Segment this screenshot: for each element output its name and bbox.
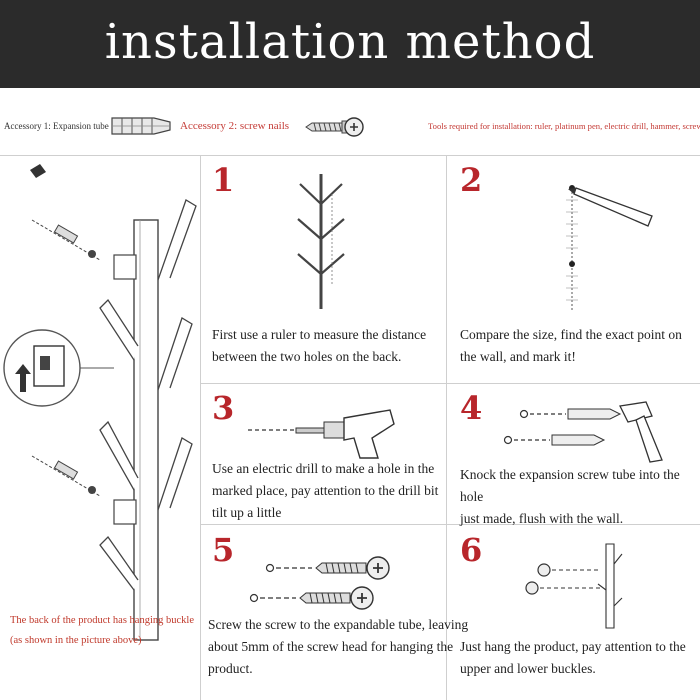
- step-6-text: Just hang the product, pay attention to …: [460, 636, 686, 680]
- step-5-line-3: product.: [208, 661, 253, 676]
- accessory-1-label: Accessory 1: Expansion tube: [4, 121, 109, 131]
- step-3-line-1: Use an electric drill to make a hole in …: [212, 461, 435, 476]
- step-1-line-2: between the two holes on the back.: [212, 349, 402, 364]
- step-5-text: Screw the screw to the expandable tube, …: [208, 614, 468, 680]
- step-3-number: 3: [212, 389, 235, 427]
- header-banner: installation method: [0, 0, 700, 88]
- product-note-line-2: (as shown in the picture above): [10, 635, 142, 646]
- grid-divider-row1: [200, 383, 700, 384]
- step-4-line-1: Knock the expansion screw tube into the …: [460, 467, 680, 504]
- step-5-line-2: about 5mm of the screw head for hanging …: [208, 639, 454, 654]
- step-3-text: Use an electric drill to make a hole in …: [212, 458, 438, 524]
- page-title: installation method: [104, 14, 596, 70]
- step-6-number: 6: [460, 531, 483, 569]
- step-5-screw-illustration: [249, 556, 390, 610]
- accessory-2-label: Accessory 2: screw nails: [180, 120, 289, 132]
- tools-required-label: Tools required for installation: ruler, …: [428, 121, 700, 131]
- step-3-line-3: tilt up a little: [212, 505, 282, 520]
- step-2-number: 2: [460, 161, 483, 199]
- step-4-text: Knock the expansion screw tube into the …: [460, 464, 700, 530]
- step-5-number: 5: [212, 531, 235, 569]
- step-2-line-2: the wall, and mark it!: [460, 349, 576, 364]
- step-4-hammer-illustration: [503, 401, 663, 463]
- accessories-row: Accessory 1: Expansion tube Accessory 2:…: [0, 100, 700, 152]
- step-2-mark-illustration: [566, 185, 653, 310]
- accessory-1-text: Accessory 1: Expansion tube: [4, 121, 109, 131]
- instruction-sheet: Accessory 1: Expansion tube Accessory 2:…: [0, 100, 700, 700]
- step-1-text: First use a ruler to measure the distanc…: [212, 324, 426, 368]
- grid-divider-row2: [200, 524, 700, 525]
- step-1-measure-illustration: [297, 174, 345, 309]
- expansion-tube-icon: [111, 117, 171, 135]
- grid-divider-top: [0, 155, 700, 156]
- step-4-line-2: just made, flush with the wall.: [460, 511, 624, 526]
- grid-divider-middle: [446, 155, 447, 700]
- grid-divider-left: [200, 155, 201, 700]
- step-2-line-1: Compare the size, find the exact point o…: [460, 327, 682, 342]
- tools-required-text: Tools required for installation: ruler, …: [428, 121, 700, 131]
- step-2-text: Compare the size, find the exact point o…: [460, 324, 682, 368]
- step-5-line-1: Screw the screw to the expandable tube, …: [208, 617, 469, 632]
- step-3-line-2: marked place, pay attention to the drill…: [212, 483, 439, 498]
- product-note: The back of the product has hanging buck…: [10, 611, 194, 651]
- step-6-line-1: Just hang the product, pay attention to …: [460, 639, 686, 654]
- screw-nail-icon: [305, 117, 364, 137]
- step-6-hang-illustration: [525, 543, 623, 629]
- coat-rack-product-illustration: [3, 164, 197, 641]
- product-note-line-1: The back of the product has hanging buck…: [10, 615, 194, 626]
- step-1-line-1: First use a ruler to measure the distanc…: [212, 327, 427, 342]
- step-4-number: 4: [460, 389, 483, 427]
- accessory-2-text: Accessory 2: screw nails: [180, 120, 290, 132]
- step-1-number: 1: [212, 161, 235, 199]
- step-6-line-2: upper and lower buckles.: [460, 661, 596, 676]
- step-3-drill-illustration: [248, 409, 395, 459]
